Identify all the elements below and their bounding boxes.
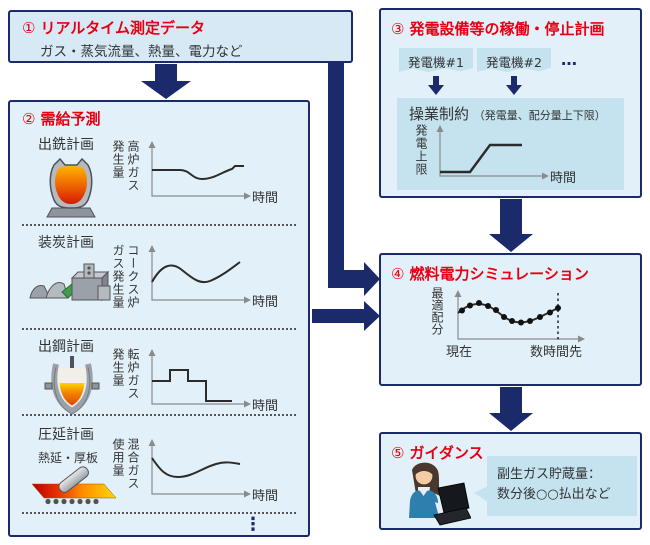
charging-graph: コークス炉 ガス発生量 時間 [110, 244, 278, 316]
constraint-graph-xlabel: 時間 [550, 171, 577, 186]
generator-1-tag: 発電機#1 [399, 48, 473, 73]
separator [22, 224, 296, 226]
curve [151, 261, 241, 284]
separator [22, 328, 296, 330]
blast-furnace-icon [46, 157, 96, 218]
curve [152, 165, 244, 181]
charging-graph-xlabel: 時間 [252, 295, 279, 310]
axis [151, 146, 246, 197]
arrow-box1-to-box2 [141, 64, 191, 99]
box5-number: ⑤ [391, 444, 405, 462]
operation-constraint-panel: 操業制約 （発電量、配分量上下限） 発電上限 時間 [397, 98, 624, 190]
generator-2-tag: 発電機#2 [477, 48, 551, 73]
steelmaking-graph-plot [148, 349, 251, 408]
rolling-graph-plot [148, 439, 251, 498]
simulation-graph-plot [454, 290, 585, 343]
data-points [459, 300, 561, 326]
box3-number: ③ [391, 20, 405, 38]
steelmaking-graph: 転炉ガス 発生量 時間 [110, 348, 278, 420]
rolling-graph: 混合ガス 使用量 時間 [110, 438, 278, 510]
rolling-graph-ylabel: 混合ガス 使用量 [111, 438, 140, 490]
curve [152, 369, 232, 402]
arrow-box4-to-box5 [489, 387, 533, 431]
charging-graph-plot [148, 245, 251, 304]
box2-number: ② [22, 110, 36, 128]
axis [151, 444, 246, 495]
axis [457, 295, 580, 340]
operator-icon [409, 462, 471, 526]
charging-graph-ylabel: コークス炉 ガス発生量 [111, 244, 140, 309]
simulation-graph-ylabel: 最適配分 [430, 287, 444, 335]
constraint-graph-ylabel: 発電上限 [414, 124, 428, 176]
simulation-graph: 最適配分 現在 数時間先 [429, 287, 596, 360]
tapping-graph: 高炉ガス 発生量 時間 [110, 140, 278, 212]
coke-oven-icon [29, 263, 111, 302]
constraint-graph: 発電上限 時間 [413, 124, 576, 190]
section-tapping-label: 出銑計画 [38, 137, 94, 153]
section-charging-label: 装炭計画 [38, 235, 94, 251]
steelmaking-graph-xlabel: 時間 [252, 399, 279, 414]
curve [457, 303, 559, 324]
arrow-box3-to-box4 [489, 199, 533, 252]
constraint-graph-plot [436, 125, 549, 180]
axis [151, 354, 246, 405]
constraint-title: 操業制約 （発電量、配分量上下限） [409, 105, 606, 123]
curve [151, 457, 241, 479]
generators-more: … [561, 50, 578, 69]
simulation-xlabel-now: 現在 [446, 345, 473, 360]
vertical-ellipsis: ⋮ [244, 514, 262, 535]
section-steelmaking-label: 出鋼計画 [38, 339, 94, 355]
simulation-xlabel-future: 数時間先 [530, 345, 583, 360]
tapping-graph-plot [148, 141, 251, 200]
converter-icon [44, 356, 100, 415]
rolling-mill-icon [31, 466, 117, 505]
constraint-note: （発電量、配分量上下限） [473, 109, 606, 122]
section-rolling-label: 圧延計画 [38, 427, 94, 443]
axis [439, 130, 544, 177]
box1-number: ① [22, 19, 36, 37]
arrow-box1-to-box4 [328, 63, 380, 296]
tapping-graph-ylabel: 高炉ガス 発生量 [111, 140, 140, 192]
tapping-graph-xlabel: 時間 [252, 191, 279, 206]
curve [440, 143, 522, 174]
rolling-graph-xlabel: 時間 [252, 489, 279, 504]
separator [22, 512, 296, 514]
guidance-speech-bubble: 副生ガス貯蔵量： 数分後○○払出など [474, 456, 637, 516]
rolling-sublabel: 熱延・厚板 [38, 451, 99, 465]
steelmaking-graph-ylabel: 転炉ガス 発生量 [111, 348, 140, 400]
box1-subtitle: ガス・蒸気流量、熱量、電力など [40, 44, 243, 60]
arrow-box2-to-box4 [312, 301, 380, 331]
axis [151, 250, 246, 301]
separator [22, 414, 296, 416]
box4-number: ④ [391, 265, 405, 283]
